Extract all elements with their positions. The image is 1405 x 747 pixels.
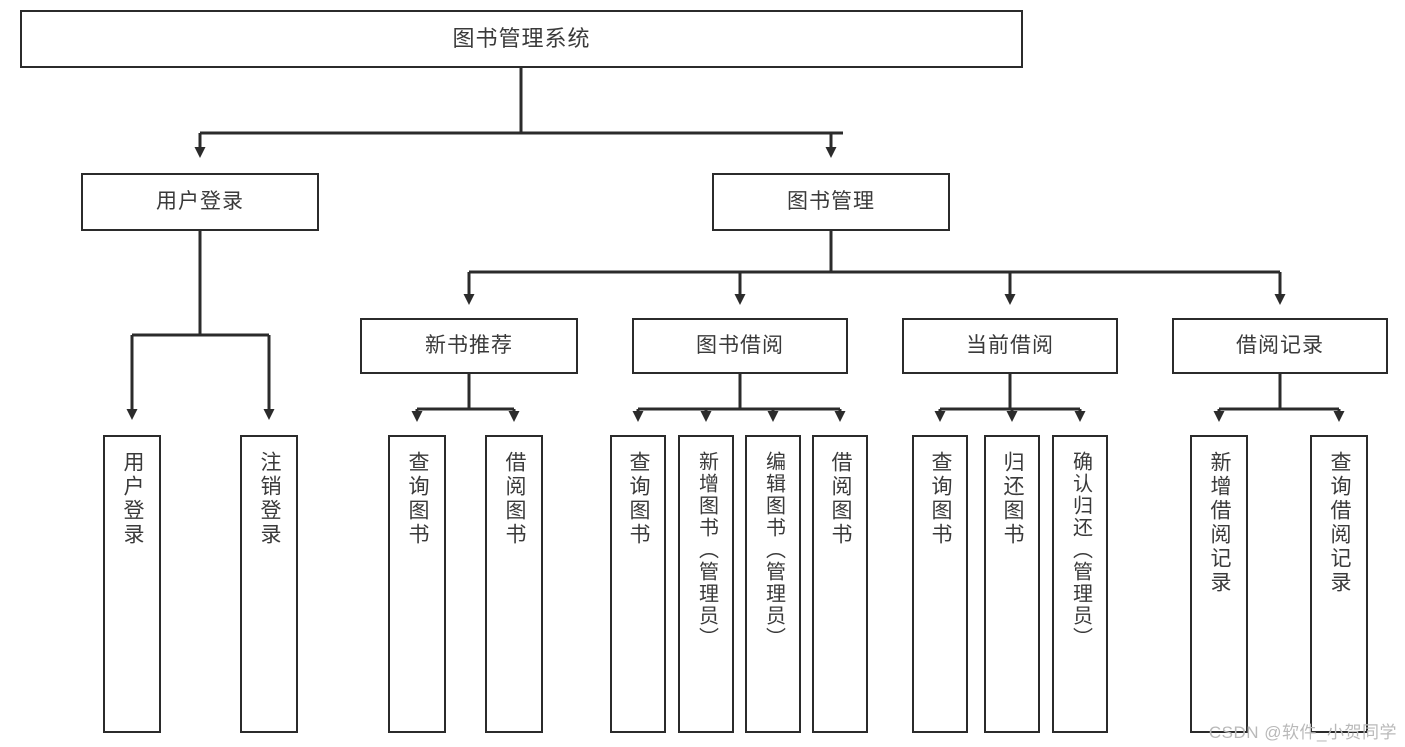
node-label: 确认归还（管理员） <box>1069 451 1092 649</box>
node-label: 借阅记录 <box>1236 333 1324 357</box>
node-book-borrow[interactable]: 图书借阅 <box>632 318 848 374</box>
node-label: 图书管理系统 <box>452 26 591 52</box>
node-label: 新增图书（管理员） <box>695 451 718 649</box>
node-label: 编辑图书（管理员） <box>762 451 785 649</box>
node-label: 图书借阅 <box>696 333 784 357</box>
node-label: 用户登录 <box>121 451 145 547</box>
watermark-text: CSDN @软件_小贺同学 <box>1208 723 1397 742</box>
node-label: 新增借阅记录 <box>1208 451 1232 595</box>
node-leaf-add-borrow-record[interactable]: 新增借阅记录 <box>1190 435 1248 733</box>
node-label: 用户登录 <box>156 189 244 213</box>
node-borrow-record[interactable]: 借阅记录 <box>1172 318 1388 374</box>
node-user-login[interactable]: 用户登录 <box>81 173 319 231</box>
node-leaf-add-book-admin[interactable]: 新增图书（管理员） <box>678 435 734 733</box>
node-label: 归还图书 <box>1001 451 1025 547</box>
node-label: 借阅图书 <box>503 451 527 547</box>
node-leaf-return-book[interactable]: 归还图书 <box>984 435 1040 733</box>
node-label: 查询图书 <box>406 451 430 547</box>
node-leaf-confirm-return-admin[interactable]: 确认归还（管理员） <box>1052 435 1108 733</box>
node-label: 查询借阅记录 <box>1328 451 1352 595</box>
node-leaf-user-login[interactable]: 用户登录 <box>103 435 161 733</box>
node-root-system[interactable]: 图书管理系统 <box>20 10 1023 68</box>
node-label: 图书管理 <box>787 189 875 213</box>
node-new-book-recommend[interactable]: 新书推荐 <box>360 318 578 374</box>
node-label: 查询图书 <box>627 451 651 547</box>
node-leaf-query-book-borrow[interactable]: 查询图书 <box>610 435 666 733</box>
node-label: 新书推荐 <box>425 333 513 357</box>
node-label: 当前借阅 <box>966 333 1054 357</box>
node-current-borrow[interactable]: 当前借阅 <box>902 318 1118 374</box>
node-leaf-borrow-book-recommend[interactable]: 借阅图书 <box>485 435 543 733</box>
node-label: 注销登录 <box>258 451 282 547</box>
node-leaf-edit-book-admin[interactable]: 编辑图书（管理员） <box>745 435 801 733</box>
node-leaf-query-borrow-record[interactable]: 查询借阅记录 <box>1310 435 1368 733</box>
node-label: 借阅图书 <box>829 451 853 547</box>
node-label: 查询图书 <box>929 451 953 547</box>
node-book-manage[interactable]: 图书管理 <box>712 173 950 231</box>
node-leaf-query-book-current[interactable]: 查询图书 <box>912 435 968 733</box>
node-leaf-borrow-book[interactable]: 借阅图书 <box>812 435 868 733</box>
node-leaf-logout[interactable]: 注销登录 <box>240 435 298 733</box>
node-leaf-query-book-recommend[interactable]: 查询图书 <box>388 435 446 733</box>
